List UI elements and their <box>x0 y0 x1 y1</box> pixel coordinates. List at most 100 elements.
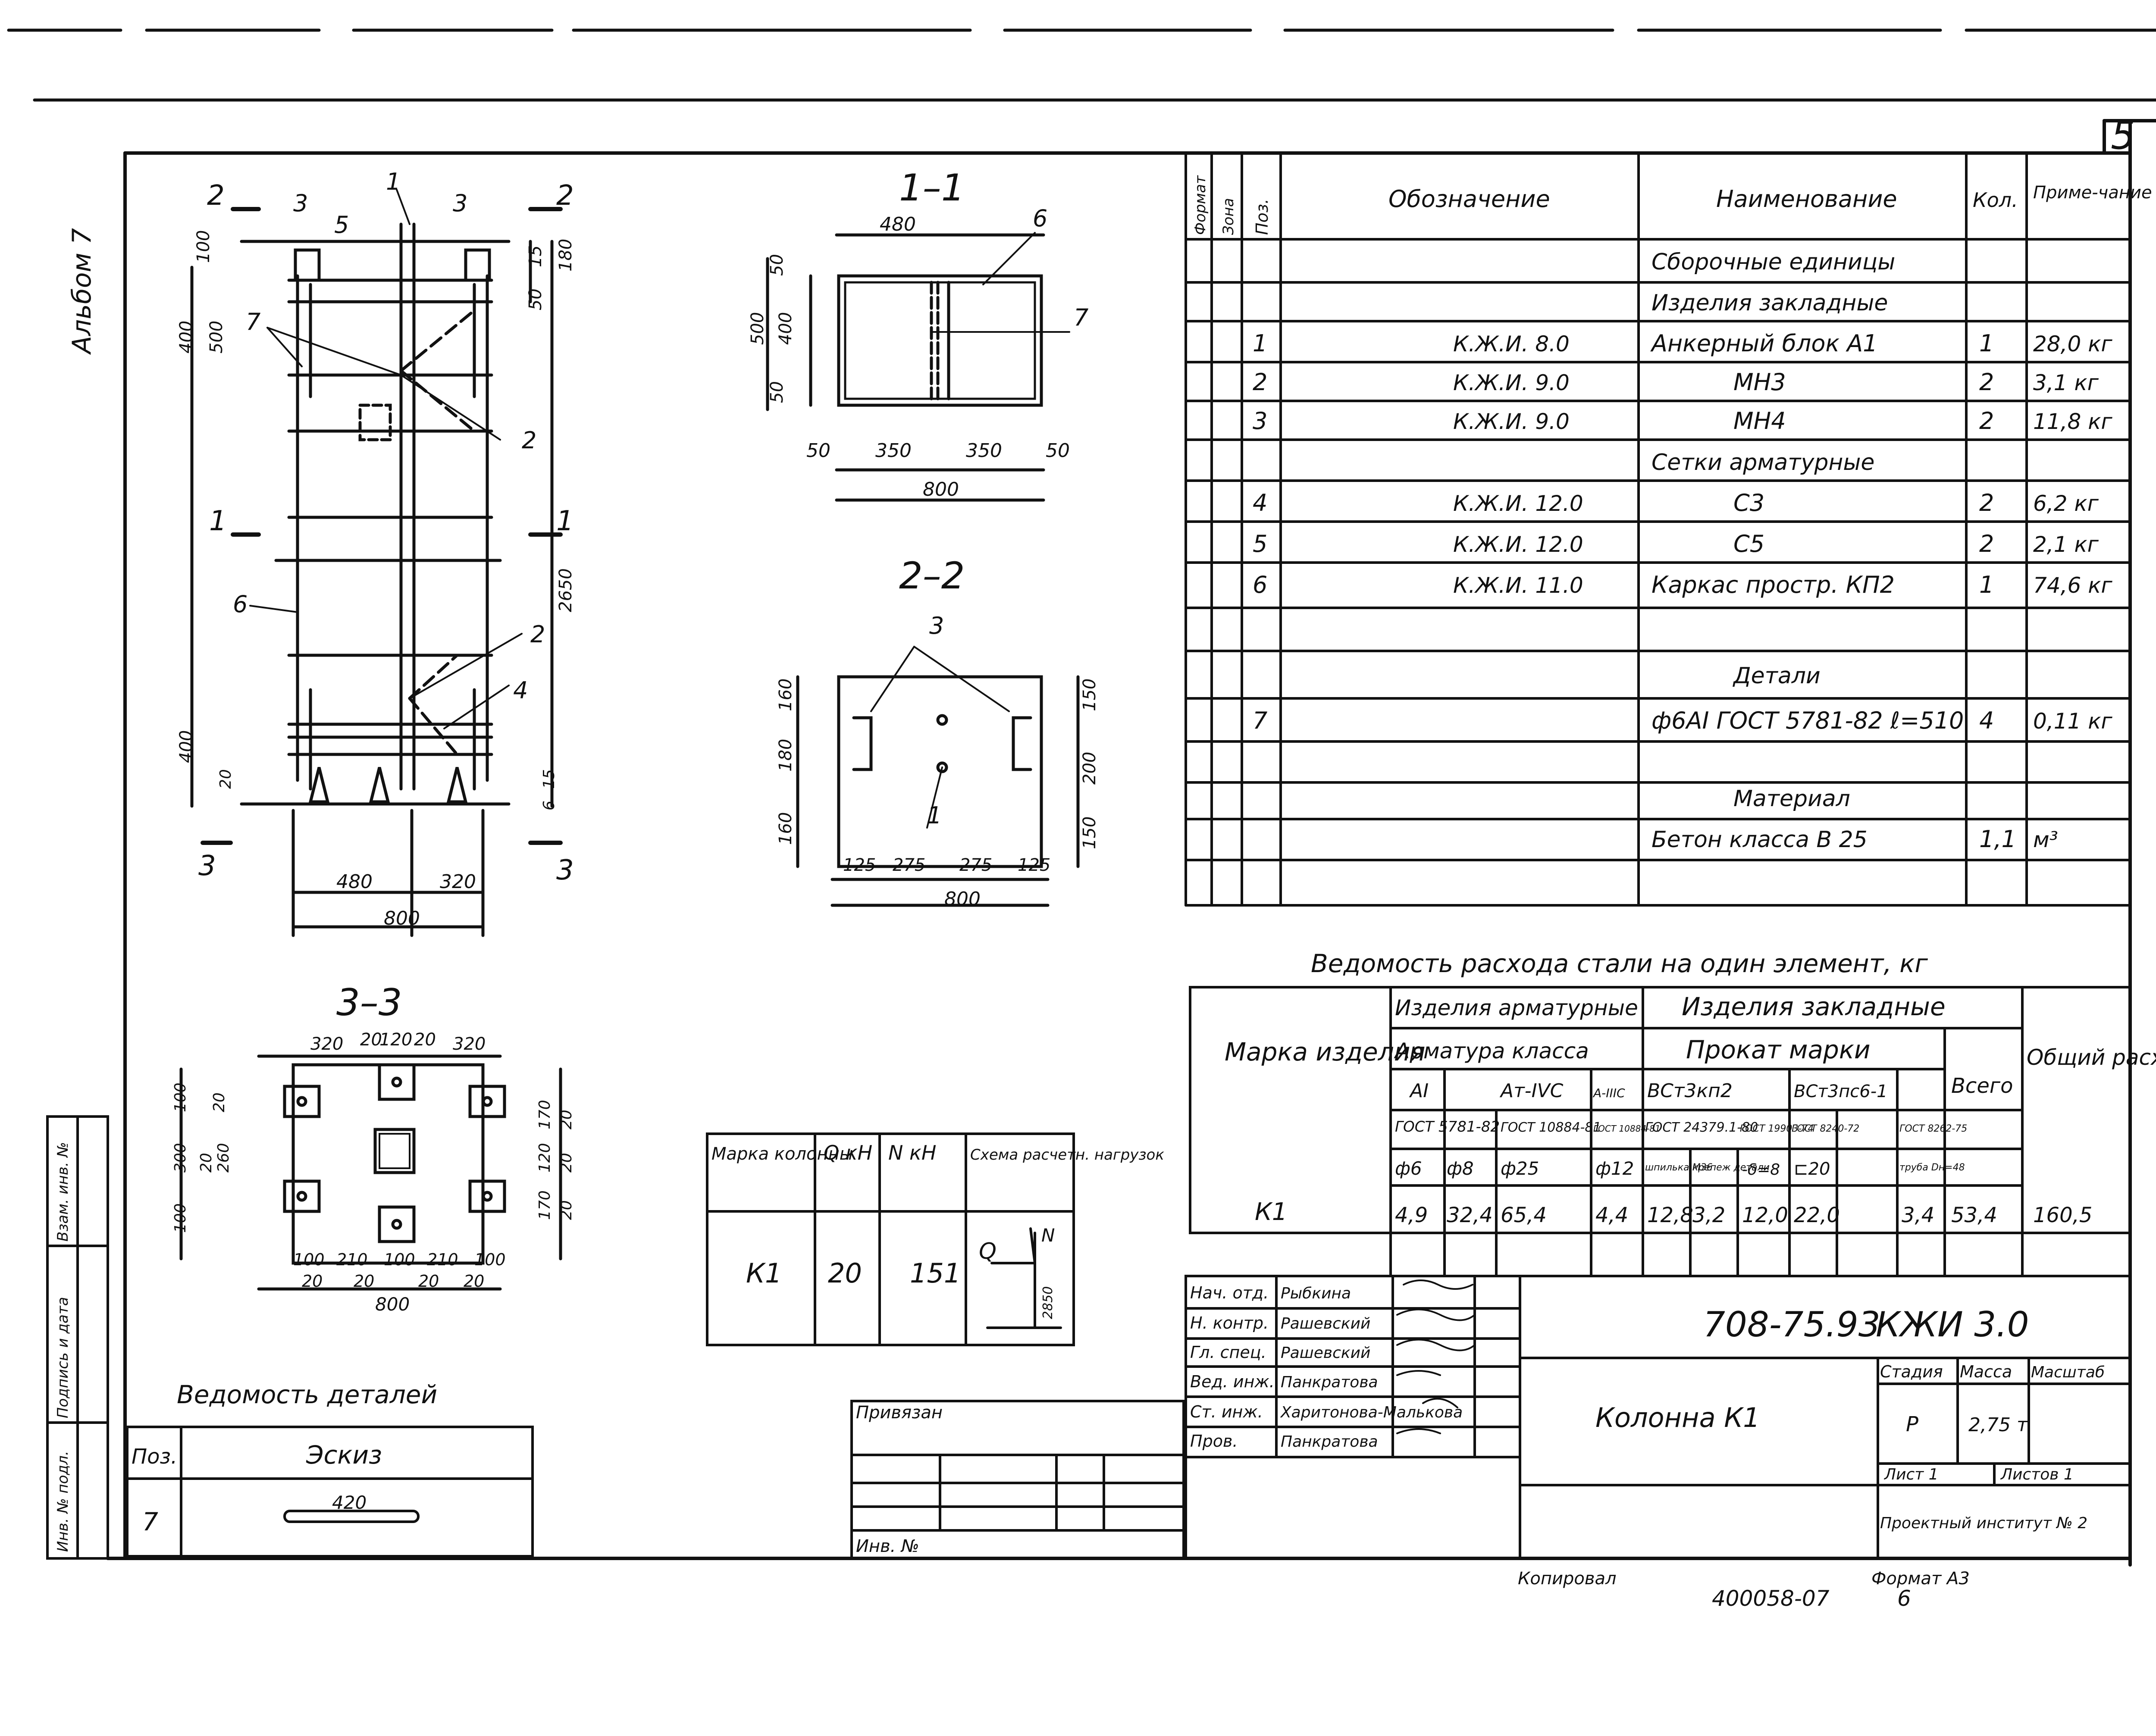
s33-dim-20-b4: 20 <box>464 1272 484 1291</box>
s22-dim-275-right: 275 <box>959 855 992 875</box>
s22-dim-275-left: 275 <box>893 855 925 875</box>
s11-dim-350-right: 350 <box>966 440 1002 462</box>
steel-item-pipe: труба Dн=48 <box>1899 1162 1965 1173</box>
steel-total-header: Всего <box>1951 1074 2013 1098</box>
spec-row-qty: 2 <box>1979 530 1994 557</box>
s33-dim-100-b1: 100 <box>293 1250 325 1269</box>
load-scheme-n: N <box>1041 1225 1055 1246</box>
binding-block: Привязан Инв. № <box>856 1403 943 1556</box>
s33-dim-20-b: 20 <box>414 1030 436 1050</box>
steel-sub-embed: Прокат марки <box>1686 1035 1871 1064</box>
spec-row-note: 6,2 кг <box>2033 491 2099 516</box>
steel-class-at4c: Ат-IVС <box>1499 1080 1564 1102</box>
s11-callout-6: 6 <box>1033 205 1047 232</box>
steel-gost-0: ГОСТ 5781-82 <box>1395 1118 1500 1135</box>
spec-section-heading: Сетки арматурные <box>1651 450 1874 475</box>
spec-row-code: К.Ж.И. 12.0 <box>1453 532 1583 557</box>
s33-dim-100-top: 100 <box>172 1082 189 1112</box>
steel-class-a3c: А-IIIС <box>1592 1086 1625 1100</box>
spec-header-name: Наименование <box>1716 185 1897 213</box>
dim-6: 6 <box>540 801 558 810</box>
s22-dim-150-bottom: 150 <box>1080 816 1100 849</box>
section-mark-1-left: 1 <box>209 505 227 537</box>
s11-dim-400: 400 <box>776 312 796 345</box>
s33-dim-170-top: 170 <box>536 1100 554 1129</box>
steel-group-embed: Изделия закладные <box>1682 992 1946 1021</box>
s11-callout-7: 7 <box>1074 304 1088 331</box>
details-header-pos: Поз. <box>132 1445 177 1469</box>
steel-item-f25: ф25 <box>1501 1158 1539 1179</box>
spec-row-qty: 1,1 <box>1979 826 2016 853</box>
spec-table: Формат Зона Поз. Обозначение Наименовани… <box>1192 175 2152 235</box>
callout-2-bottom: 2 <box>530 621 545 648</box>
title-scale-header: Масштаб <box>2031 1364 2105 1381</box>
s33-dim-320-left: 320 <box>310 1034 343 1054</box>
details-table-grid <box>126 1426 534 1558</box>
steel-table: Ведомость расхода стали на один элемент,… <box>1225 949 2156 1226</box>
format-label: Формат А3 <box>1871 1569 1970 1589</box>
section-mark-2-left: 2 <box>207 180 225 212</box>
spec-row-note: 28,0 кг <box>2033 332 2112 357</box>
title-block: 708-75.93 КЖИ 3.0 Колонна К1 Стадия Масс… <box>1595 1304 2105 1532</box>
spec-row-qty: 2 <box>1979 489 1994 516</box>
s33-dim-300: 300 <box>172 1143 189 1173</box>
dim-400-bottom: 400 <box>176 730 196 763</box>
steel-gost-6: ГОСТ 8262-75 <box>1899 1123 1967 1134</box>
dim-400-top: 400 <box>176 321 196 353</box>
dim-20: 20 <box>217 769 235 789</box>
load-scheme-q: Q <box>979 1239 997 1264</box>
spec-row-qty: 2 <box>1979 369 1994 396</box>
spec-row-pos: 4 <box>1253 489 1267 516</box>
spec-row-code: К.Ж.И. 9.0 <box>1453 370 1570 395</box>
steel-item-channel: ⊏20 <box>1794 1159 1830 1179</box>
signature-role: Пров. <box>1190 1432 1238 1451</box>
s11-dim-350-left: 350 <box>875 440 912 462</box>
s33-dim-100-b2: 100 <box>384 1250 415 1269</box>
spec-table-grid <box>1185 152 2131 907</box>
signature-name: Панкратова <box>1281 1433 1378 1451</box>
dim-320: 320 <box>440 871 476 893</box>
steel-gost-2: ГОСТ 10884-81 <box>1593 1123 1661 1134</box>
s33-dim-20-b2: 20 <box>354 1272 374 1291</box>
spec-header-designation: Обозначение <box>1388 185 1550 213</box>
load-header-q: Q кН <box>824 1141 872 1164</box>
section-3-3-labels: 3–3 320 20 120 20 320 100 20 300 20 260 … <box>172 981 575 1315</box>
spec-section-heading: Детали <box>1733 663 1821 689</box>
s33-dim-210-b1: 210 <box>336 1250 368 1269</box>
load-table-grid <box>706 1132 1075 1346</box>
title-mass-value: 2,75 т <box>1968 1414 2028 1436</box>
section-1-1-title: 1–1 <box>899 166 965 210</box>
steel-row-value: 65,4 <box>1501 1203 1547 1227</box>
spec-header-zone: Зона <box>1220 198 1237 235</box>
spec-row-name: МН3 <box>1733 369 1786 396</box>
copied-by-label: Копировал <box>1518 1569 1617 1589</box>
signature-role: Нач. отд. <box>1190 1283 1269 1302</box>
spec-row-code: К.Ж.И. 11.0 <box>1453 573 1583 598</box>
s33-dim-20-right-bottom: 20 <box>558 1200 575 1220</box>
signature-name: Панкратова <box>1281 1373 1378 1391</box>
section-3-3-view <box>179 1054 562 1291</box>
callout-7: 7 <box>246 308 260 335</box>
details-table: Ведомость деталей Поз. Эскиз 7 420 <box>132 1380 437 1536</box>
steel-gost-4: ГОСТ 19903-74 <box>1740 1123 1814 1134</box>
load-row-q: 20 <box>828 1257 862 1289</box>
s33-dim-260: 260 <box>215 1143 232 1173</box>
steel-class-vst3kp2: ВСт3кп2 <box>1647 1080 1733 1102</box>
s22-dim-160-bottom: 160 <box>776 812 796 845</box>
s11-dim-50-left: 50 <box>806 440 830 462</box>
steel-row-mark: К1 <box>1255 1198 1287 1226</box>
s11-dim-800: 800 <box>923 479 959 500</box>
spec-row-note: 11,8 кг <box>2033 409 2112 434</box>
load-table: Марка колонны Q кН N кН Схема расчетн. н… <box>711 1141 1164 1319</box>
format-page: 6 <box>1897 1586 1911 1611</box>
callout-3-right: 3 <box>453 190 467 217</box>
dim-15-bottom: 15 <box>540 769 558 789</box>
spec-header-note: Приме-чание <box>2033 183 2152 203</box>
spec-header-pos: Поз. <box>1253 199 1272 235</box>
section-mark-3-left: 3 <box>198 850 216 882</box>
details-header-sketch: Эскиз <box>306 1440 382 1470</box>
s33-dim-120: 120 <box>379 1030 412 1050</box>
steel-class-vst3ps6: ВСт3пс6-1 <box>1794 1082 1888 1101</box>
s22-dim-160-top: 160 <box>776 679 796 711</box>
